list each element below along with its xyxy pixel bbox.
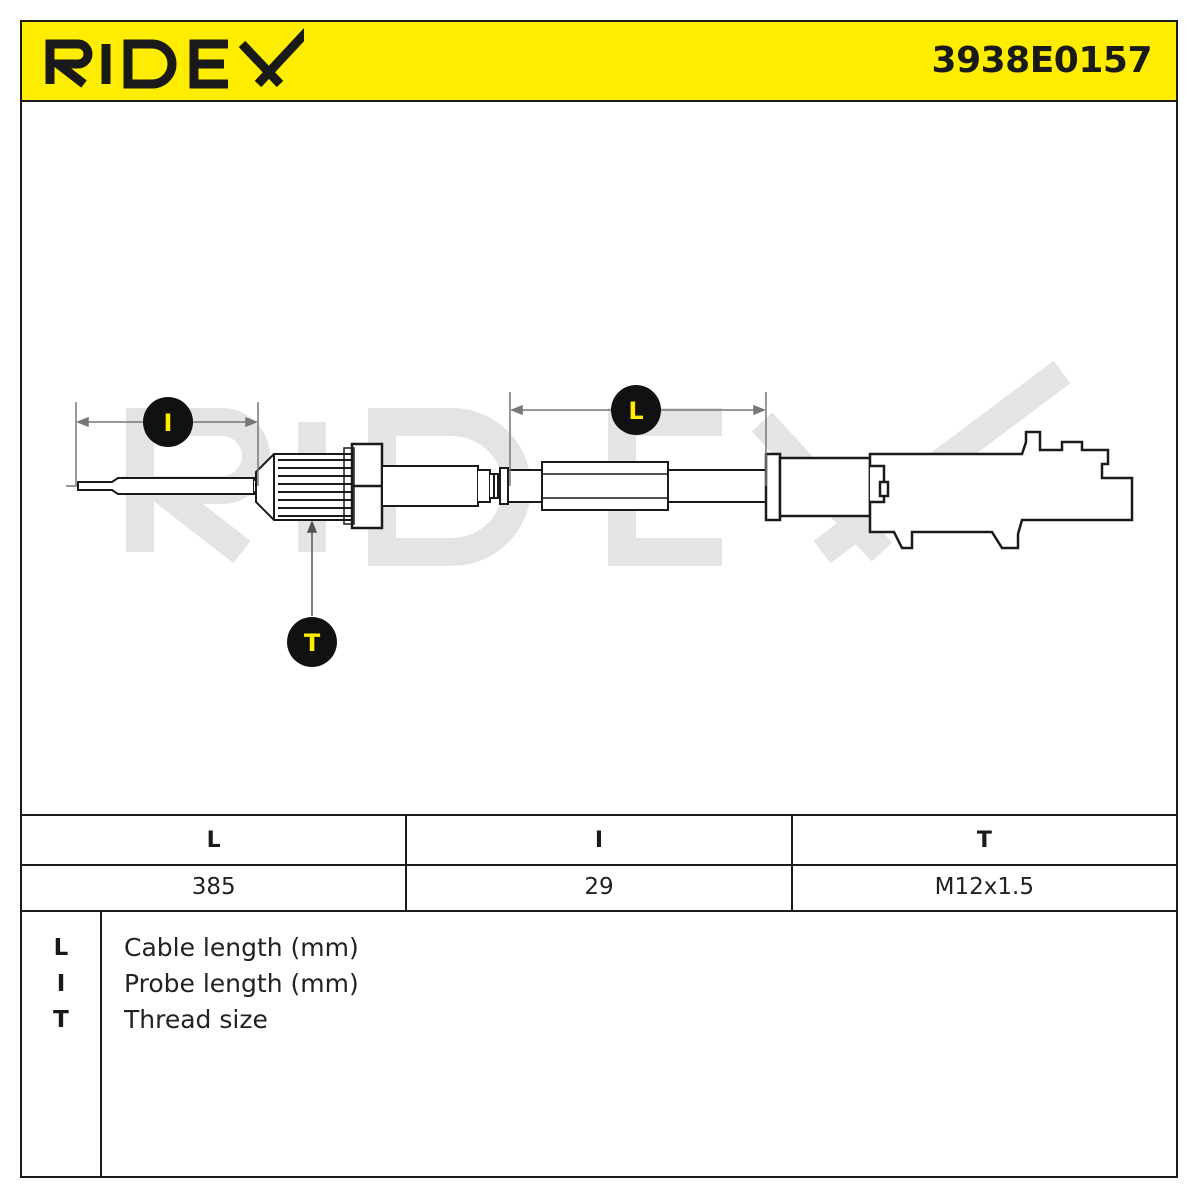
svg-text:T: T [304,629,321,657]
ridex-logo [44,27,304,89]
svg-text:L: L [628,397,643,425]
legend-keys: L I T [22,912,102,1176]
legend-text: Cable length (mm) [124,933,359,962]
svg-text:I: I [164,409,173,437]
thread [255,453,353,521]
datasheet: 3938E0157 [20,20,1178,1178]
spec-header-cable-length: L [22,816,408,864]
hex-nut [343,442,384,530]
spec-value-thread-size: M12x1.5 [934,874,1034,900]
callout-thread-size: T [287,617,337,667]
connector [764,430,1134,550]
spec-value-row: 385 29 M12x1.5 [22,864,1176,910]
spec-header-row: L I T [22,816,1176,866]
callout-probe-length: I [143,397,193,447]
legend-key: I [56,971,66,997]
technical-drawing: I L T [66,360,1134,667]
leader-thread-size [306,519,318,616]
legend-key: L [53,935,69,961]
spec-header-thread-size: T [976,827,992,853]
legend-text: Thread size [124,1005,268,1034]
legend-text: Probe length (mm) [124,969,359,998]
callout-cable-length: L [611,385,661,435]
spec-table: L I T 385 29 M12x1.5 [22,814,1176,912]
spec-header-probe-length: I [407,816,793,864]
legend-key: T [53,1007,69,1033]
part-number: 3938E0157 [931,40,1153,81]
spec-value-probe-length: 29 [407,864,793,910]
spec-value-cable-length: 385 [22,864,408,910]
legend: L I T Cable length (mm) Probe length (mm… [22,912,1176,1176]
legend-descriptions: Cable length (mm) Probe length (mm) Thre… [124,912,359,1038]
header-bar: 3938E0157 [22,22,1176,102]
probe [77,472,275,500]
cable [507,461,767,511]
sensor-body [381,465,509,507]
